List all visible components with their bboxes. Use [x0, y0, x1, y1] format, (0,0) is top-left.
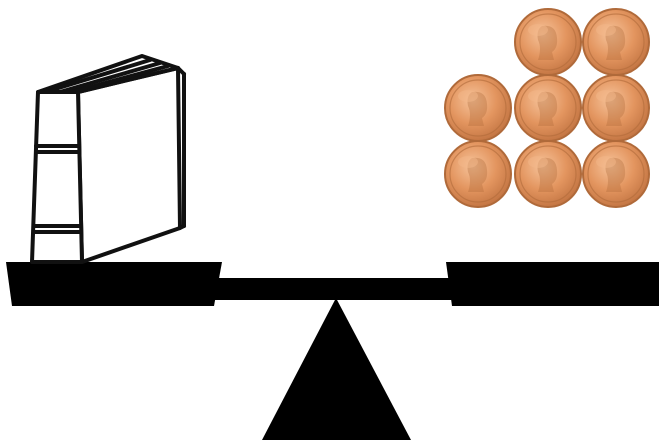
left-pan: [6, 262, 222, 306]
fulcrum-triangle: [262, 298, 411, 440]
penny-coin-icon: [515, 9, 581, 75]
penny-coin-icon: [445, 141, 511, 207]
penny-coin-icon: [583, 9, 649, 75]
penny-coin-icon: [515, 141, 581, 207]
coin-pile: [445, 9, 649, 207]
right-pan: [446, 262, 659, 306]
penny-coin-icon: [445, 75, 511, 141]
penny-coin-icon: [583, 75, 649, 141]
book-icon: [32, 56, 184, 262]
penny-coin-icon: [583, 141, 649, 207]
penny-coin-icon: [515, 75, 581, 141]
scale-beam: [210, 278, 455, 300]
